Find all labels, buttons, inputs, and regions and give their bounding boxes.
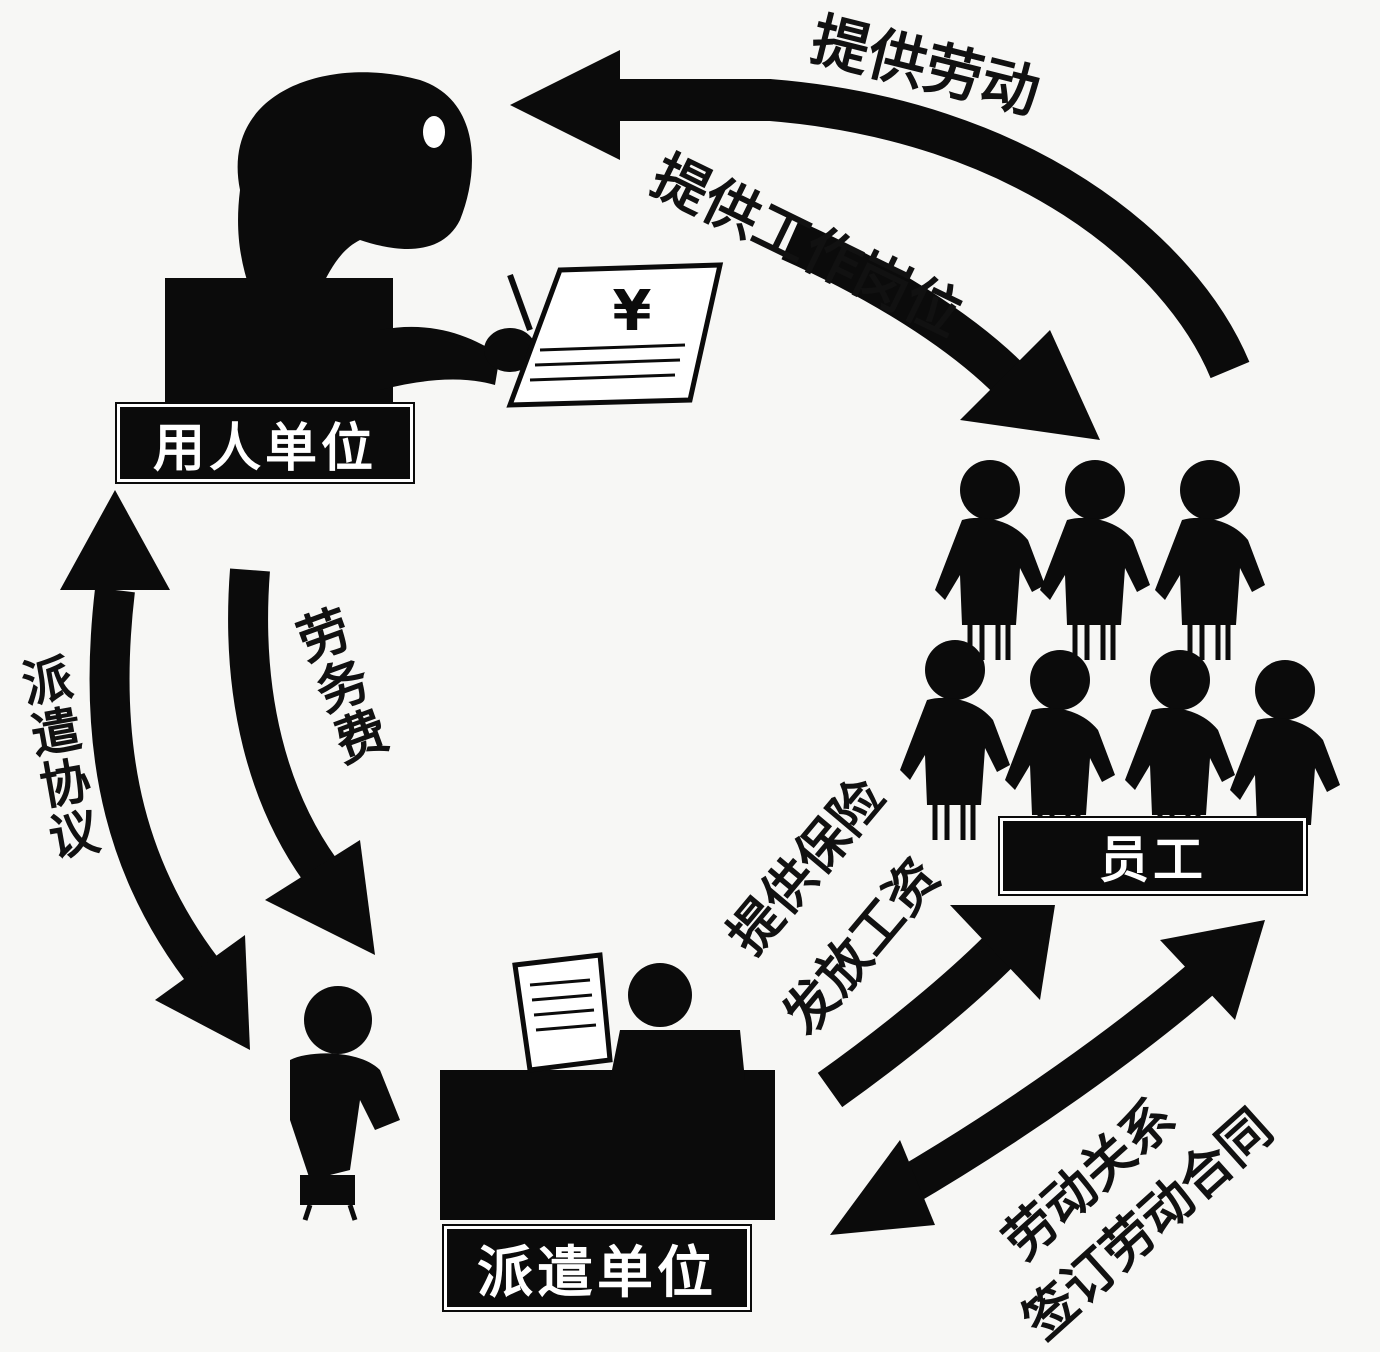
worker-figure-icon bbox=[1125, 650, 1235, 850]
employer-figure-icon bbox=[165, 72, 724, 408]
yen-icon: ¥ bbox=[613, 279, 652, 344]
employees-group-icon bbox=[900, 460, 1340, 860]
employees-box: 员工 bbox=[998, 816, 1308, 896]
worker-figure-icon bbox=[1230, 660, 1340, 860]
provide-positions-arrow bbox=[781, 220, 1100, 440]
worker-figure-icon bbox=[1155, 460, 1265, 660]
dispatch-agreement-arrow bbox=[60, 490, 250, 1050]
insurance-wages-arrow bbox=[817, 905, 1055, 1108]
labor-contract-arrow bbox=[830, 920, 1265, 1235]
agency-box: 派遣单位 bbox=[442, 1224, 752, 1312]
worker-figure-icon bbox=[935, 460, 1045, 660]
provide-labor-arrow bbox=[510, 50, 1250, 379]
worker-figure-icon bbox=[1005, 650, 1115, 850]
worker-figure-icon bbox=[1040, 460, 1150, 660]
employer-box: 用人单位 bbox=[115, 402, 415, 484]
worker-figure-icon bbox=[900, 640, 1010, 840]
agency-figure-icon bbox=[290, 952, 775, 1221]
service-fee-arrow bbox=[228, 568, 375, 955]
